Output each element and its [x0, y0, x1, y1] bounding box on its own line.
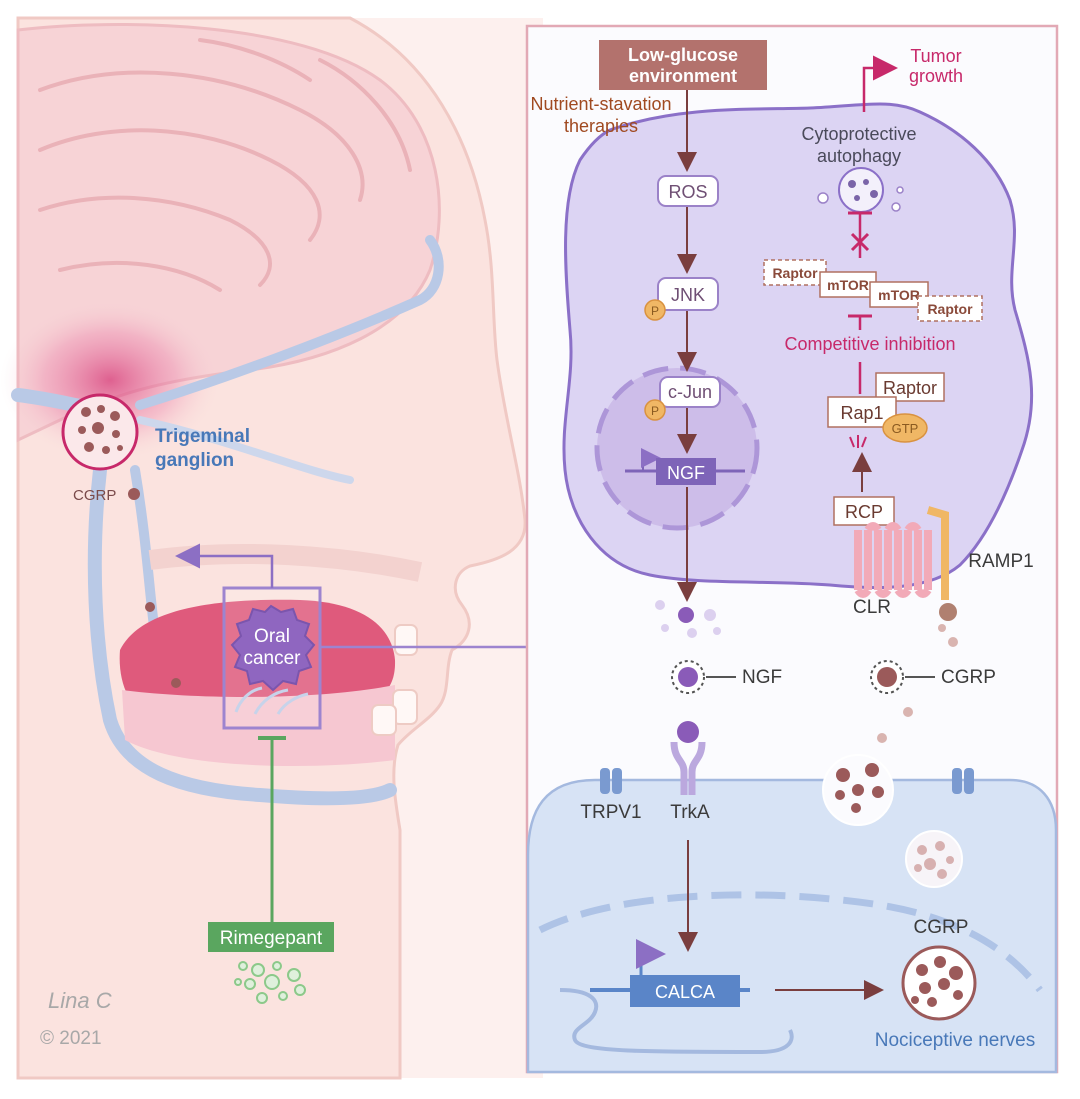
- calca-label: CALCA: [655, 982, 715, 1002]
- ngf-ligand-label: NGF: [742, 667, 782, 688]
- low-glucose-line1: Low-glucose: [628, 45, 738, 65]
- oral-cancer-line1: Oral: [254, 626, 290, 647]
- ngf-promoter: [641, 448, 661, 471]
- clr-receptor: [854, 530, 932, 590]
- mechanism-panel: Low-glucose environment Nutrient-stavati…: [525, 24, 1059, 1074]
- autophagy-line2: autophagy: [817, 146, 901, 166]
- cjun-node: [659, 376, 721, 408]
- cgrp-vesicle-1: [905, 830, 963, 888]
- therapy-line2: therapies: [564, 116, 638, 136]
- cgrp-label: CGRP: [73, 487, 116, 504]
- trigeminal-label-line2: ganglion: [155, 450, 234, 471]
- low-glucose-box: [599, 40, 767, 90]
- tumor-growth-arrow: [862, 55, 898, 112]
- clr-loops: [854, 522, 932, 598]
- raptor-bound-label: Raptor: [883, 378, 937, 398]
- cgrp-release: [877, 624, 958, 743]
- cgrp-legend-dot: [877, 667, 897, 687]
- ramp1-receptor: [926, 506, 949, 600]
- brain-folds: [38, 38, 412, 292]
- nociceptive-nerve-cell: [526, 778, 1058, 1074]
- competitive-inhibition-label: Competitive inhibition: [784, 334, 955, 354]
- ganglion-vesicles: [78, 405, 123, 454]
- autophagosome-contents: [848, 179, 878, 201]
- head-illustration: Trigeminal ganglion CGRP Oral cancer Rim…: [0, 16, 543, 1080]
- rcp-label: RCP: [845, 502, 883, 522]
- low-glucose-line2: environment: [629, 66, 737, 86]
- artist-signature: Lina C: [48, 988, 112, 1013]
- cgrp-vesicle: [145, 602, 155, 612]
- raptor-left-label: Raptor: [772, 265, 818, 281]
- rimegepant-molecules: [234, 961, 306, 1004]
- rap1-label: Rap1: [840, 403, 883, 423]
- trka-receptor: [670, 741, 706, 795]
- rimegepant-box: [208, 922, 334, 952]
- copyright: © 2021: [40, 1028, 102, 1049]
- ngf-secretion: [655, 600, 721, 638]
- phospho-cjun: [644, 399, 666, 421]
- phospho-jnk-label: P: [651, 304, 659, 318]
- nociceptive-nerves-label: Nociceptive nerves: [875, 1030, 1036, 1051]
- tumor-to-nerve-arrow: [175, 543, 274, 588]
- cgrp-vesicle-contents: [835, 763, 884, 813]
- cgrp-vesicle-label: CGRP: [914, 917, 969, 938]
- nerve-nucleus-envelope: [538, 891, 1043, 993]
- ngf-bound-trka: [677, 721, 699, 743]
- raptor-box-left: [763, 259, 827, 286]
- mtor-left-label: mTOR: [827, 277, 869, 293]
- calca-gene-box: [630, 975, 740, 1007]
- calca-dna-strand: [559, 988, 794, 1055]
- ngf-gene-box: [656, 458, 716, 485]
- gtp-label: GTP: [892, 421, 919, 436]
- blocked-cross: [850, 232, 870, 252]
- rcp-node: [833, 496, 895, 526]
- ramp1-cgrp-bound: [939, 603, 957, 621]
- autophagy-line1: Cytoprotective: [801, 124, 916, 144]
- other-channel: [952, 768, 974, 794]
- raptor-box-right: [917, 295, 983, 322]
- jnk-label: JNK: [671, 285, 705, 305]
- clr-label: CLR: [853, 597, 891, 618]
- activation-spark: [849, 435, 867, 448]
- cgrp-dot: [128, 488, 140, 500]
- raptor-right-label: Raptor: [927, 301, 973, 317]
- tumor-nerve-fibers: [234, 686, 309, 715]
- oral-cancer-tumor: [230, 604, 316, 692]
- trpv1-label: TRPV1: [580, 802, 641, 823]
- ngf-legend-dot: [678, 667, 698, 687]
- trpv1-channel: [600, 768, 622, 794]
- phospho-cjun-label: P: [651, 404, 659, 418]
- gtp-badge: [882, 413, 928, 443]
- ros-label: ROS: [668, 182, 707, 202]
- rimegepant-label: Rimegepant: [220, 928, 323, 949]
- cgrp-vesicle-1-contents: [914, 841, 954, 879]
- cgrp-ligand-label: CGRP: [941, 667, 996, 688]
- autophagosome: [838, 167, 884, 213]
- jnk-node: [657, 277, 719, 311]
- therapy-line1: Nutrient-stavation: [530, 94, 671, 114]
- cjun-label: c-Jun: [668, 382, 712, 402]
- ramp1-label: RAMP1: [968, 551, 1033, 572]
- phospho-jnk: [644, 299, 666, 321]
- autophagy-vesicles: [817, 186, 904, 212]
- trka-label: TrkA: [670, 802, 710, 823]
- tongue: [122, 685, 395, 766]
- tumor-growth-line1: Tumor: [910, 46, 961, 66]
- ganglion-glow: [0, 300, 220, 460]
- ros-node: [657, 175, 719, 207]
- trigeminal-label-line1: Trigeminal: [155, 426, 250, 447]
- cgrp-vesicle: [171, 678, 181, 688]
- mtor-right-label: mTOR: [878, 287, 920, 303]
- cgrp-vesicle-2-contents: [911, 956, 963, 1007]
- oral-cancer-line2: cancer: [243, 648, 301, 669]
- tumor-growth-line2: growth: [909, 66, 963, 86]
- ngf-gene-label: NGF: [667, 463, 705, 483]
